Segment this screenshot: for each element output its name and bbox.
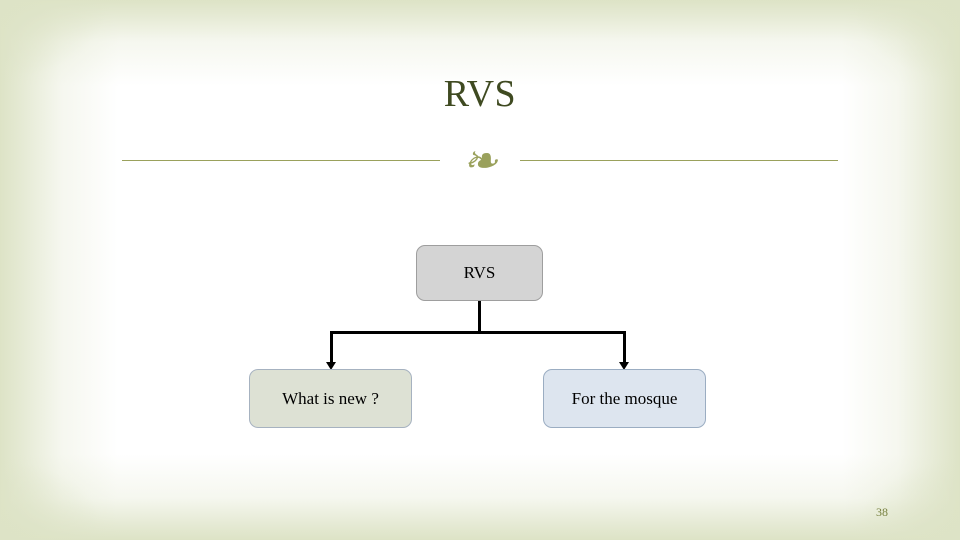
connector-drop-left [330, 331, 333, 363]
diagram-node-what-is-new[interactable]: What is new ? [249, 369, 412, 428]
divider-line-left [122, 160, 440, 161]
arrowhead-right-icon [619, 362, 629, 370]
diagram-node-what-is-new-label: What is new ? [282, 388, 379, 408]
arrowhead-left-icon [326, 362, 336, 370]
title-divider: ❧ [122, 140, 838, 182]
connector-horizontal-bar [330, 331, 626, 334]
diagram-node-for-the-mosque[interactable]: For the mosque [543, 369, 706, 428]
divider-line-right [520, 160, 838, 161]
connector-stem [478, 301, 481, 334]
diagram-node-root[interactable]: RVS [416, 245, 543, 301]
connector-drop-right [623, 331, 626, 363]
flourish-ornament-icon: ❧ [462, 136, 498, 185]
page-number: 38 [876, 505, 888, 519]
diagram-node-root-label: RVS [463, 263, 496, 282]
diagram-node-for-the-mosque-label: For the mosque [571, 388, 678, 408]
page-title: RVS [443, 73, 517, 115]
